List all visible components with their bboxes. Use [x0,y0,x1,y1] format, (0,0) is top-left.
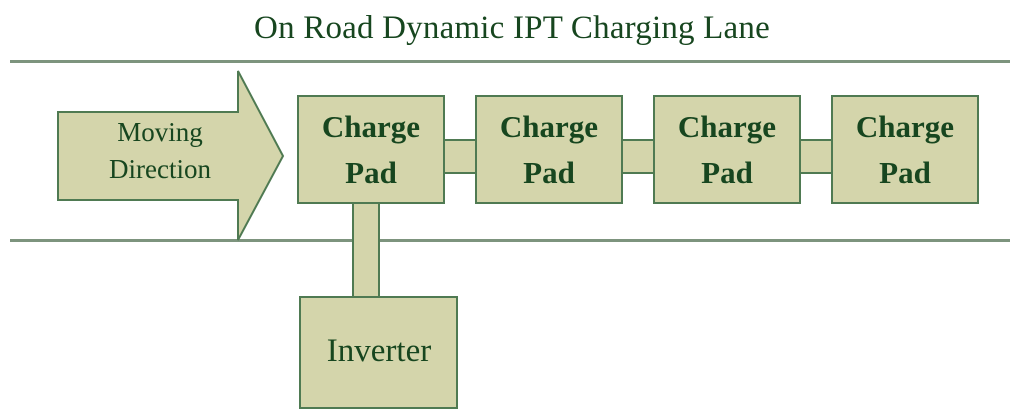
inverter-box [299,296,458,409]
moving-direction-arrow [57,70,285,241]
charge-pad-4 [831,95,979,204]
pad-link-1-2 [439,139,481,174]
inverter-feed-line [352,195,380,301]
pad-link-2-3 [617,139,659,174]
pad-link-3-4 [795,139,837,174]
charge-pad-1 [297,95,445,204]
page-title: On Road Dynamic IPT Charging Lane [254,10,770,46]
charge-pad-3 [653,95,801,204]
road-line-bottom [10,239,1010,242]
charge-pad-2 [475,95,623,204]
road-line-top [10,60,1010,63]
